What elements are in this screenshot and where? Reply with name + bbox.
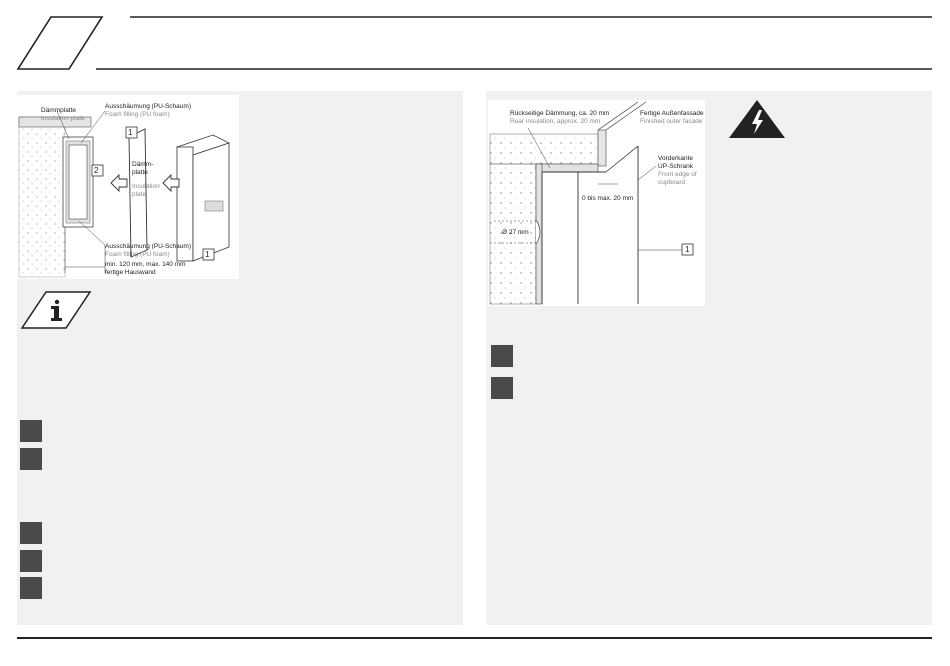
step-square	[20, 522, 42, 544]
step-square	[20, 420, 42, 442]
step-square	[20, 577, 42, 599]
right-section-figure: Rückseitige Dämmung, ca. 20 mm Rear insu…	[488, 100, 705, 306]
front-edge-label-en-1: Front edge of	[658, 171, 697, 178]
callout-1: 1	[128, 128, 133, 137]
step-square	[491, 377, 513, 399]
header-rules	[16, 16, 932, 70]
plate-label-de-2: platte	[132, 169, 148, 176]
rear-insulation-label-de: Rückseitige Dämmung, ca. 20 mm	[510, 110, 610, 117]
step-square	[491, 345, 513, 367]
wall-dimension-label: min. 120 mm, max. 140 mm	[105, 261, 186, 268]
info-icon	[20, 291, 92, 329]
callout-2: 2	[94, 166, 99, 175]
insulation-label-en: Insulation plate	[41, 115, 85, 122]
front-edge-label-en-2: cupboard	[658, 179, 686, 186]
step-square	[20, 448, 42, 470]
foam-bottom-label-de: Ausschäumung (PU-Schaum)	[105, 243, 191, 250]
callout-1: 1	[685, 245, 690, 254]
arrow-left-icon	[110, 173, 128, 193]
insulation-label-de: Dämmplatte	[41, 107, 77, 114]
arrow-left-icon	[162, 173, 180, 193]
facade-label-en: Finished outer facade	[640, 118, 703, 125]
step-square	[20, 550, 42, 572]
wall-label-de: fertige Hauswand	[105, 269, 156, 276]
facade-label-de: Fertige Außenfassade	[640, 110, 704, 117]
chapter-parallelogram-icon	[16, 16, 104, 70]
high-voltage-warning-icon	[729, 100, 785, 138]
front-edge-label-de-2: UP-Schrank	[658, 163, 694, 170]
gap-dimension-label: 0 bis max. 20 mm	[582, 195, 634, 202]
diameter-label: Ø 27 mm	[502, 229, 529, 236]
plate-label-en-2: plate	[132, 191, 147, 198]
plate-label-en-1: Insulation	[132, 183, 160, 190]
foam-top-label-en: Foam filling (PU foam)	[105, 111, 170, 118]
left-installation-figure: Dämmplatte Insulation plate Ausschäumung…	[17, 95, 239, 279]
plate-label-de-1: Dämm-	[132, 161, 154, 168]
foam-bottom-label-en: Foam filling (PU foam)	[105, 251, 170, 258]
foam-top-label-de: Ausschäumung (PU-Schaum)	[105, 103, 191, 110]
rear-insulation-label-en: Rear insulation, approx. 20 mm	[510, 118, 601, 125]
footer-rule	[17, 637, 932, 639]
front-edge-label-de-1: Vorderkante	[658, 155, 694, 162]
callout-1b: 1	[205, 250, 210, 259]
